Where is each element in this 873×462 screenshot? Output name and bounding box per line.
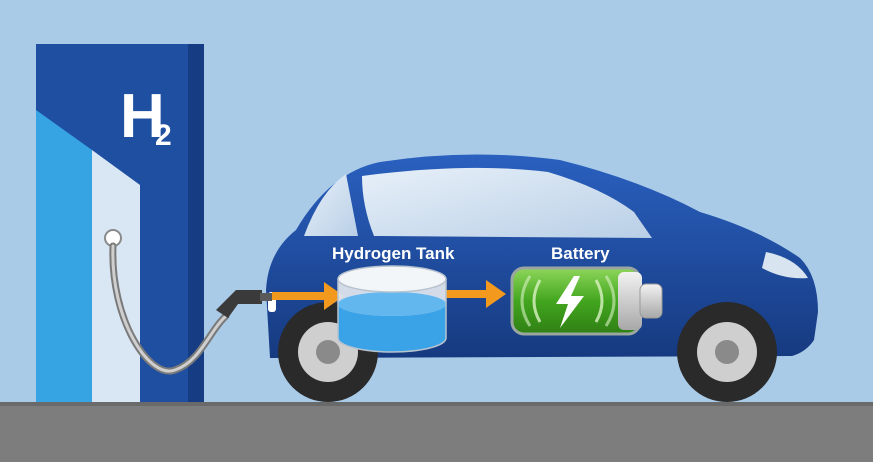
front-wheel <box>677 302 777 402</box>
formula-main: H <box>120 82 165 151</box>
h2-formula: H 2 <box>120 82 172 152</box>
hydrogen-station <box>36 44 204 402</box>
side-window <box>362 167 652 238</box>
headlight-icon <box>762 252 808 279</box>
lightning-bolt-icon <box>556 276 584 328</box>
formula-subscript: 2 <box>155 119 172 152</box>
flow-arrow-nozzle-to-tank <box>272 282 344 310</box>
battery-label: Battery <box>551 244 610 263</box>
fuel-nozzle-icon <box>216 290 272 318</box>
hydrogen-tank-icon <box>337 265 447 353</box>
rear-window <box>304 174 358 236</box>
hydrogen-tank-label: Hydrogen Tank <box>332 244 455 263</box>
battery-icon <box>510 266 663 336</box>
flow-arrow-tank-to-battery <box>446 280 506 308</box>
ground <box>0 402 873 462</box>
